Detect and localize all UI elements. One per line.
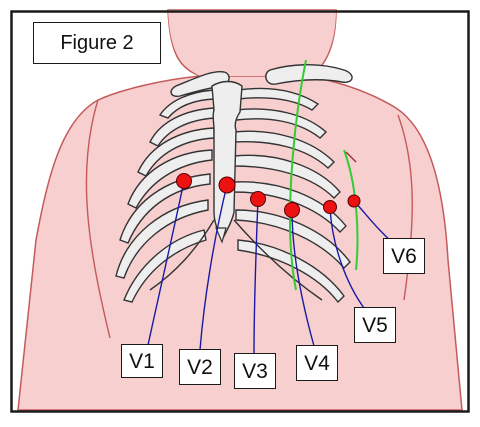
- lead-label-v4: V4: [296, 345, 338, 381]
- lead-label-v1: V1: [121, 344, 163, 378]
- electrode-v4: [285, 203, 300, 218]
- electrode-v3: [251, 192, 266, 207]
- lead-label-v2: V2: [179, 349, 221, 385]
- lead-label-v6: V6: [383, 238, 425, 274]
- figure-title: Figure 2: [33, 22, 161, 64]
- electrode-v1: [177, 174, 192, 189]
- electrode-v5: [324, 201, 337, 214]
- electrode-v2: [219, 177, 235, 193]
- lead-label-v5: V5: [354, 307, 396, 343]
- lead-label-v3: V3: [234, 353, 276, 389]
- electrode-v6: [348, 195, 360, 207]
